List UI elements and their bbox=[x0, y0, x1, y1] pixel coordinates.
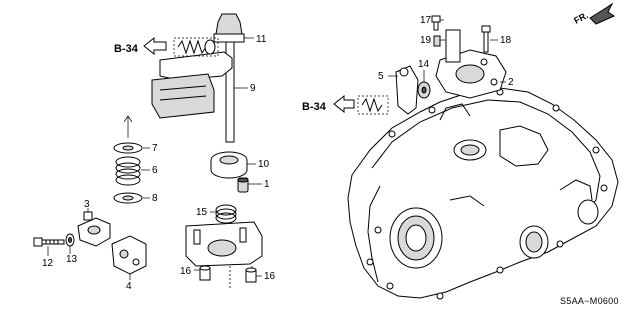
callout-5: 5 bbox=[378, 71, 384, 82]
bolt-part-18 bbox=[481, 25, 491, 53]
detent-spring-assembly bbox=[143, 36, 219, 57]
bracket-part-4 bbox=[111, 235, 147, 275]
callout-4: 4 bbox=[126, 281, 132, 292]
shift-lever-assembly bbox=[151, 13, 263, 288]
front-indicator-label: FR. bbox=[572, 10, 589, 26]
callout-15: 15 bbox=[196, 207, 208, 218]
bushing-right bbox=[245, 267, 257, 283]
reference-b34-mid[interactable]: B-34 bbox=[302, 101, 327, 113]
callout-10: 10 bbox=[258, 159, 270, 170]
callout-11: 11 bbox=[256, 34, 267, 45]
bushing-part-14 bbox=[417, 81, 431, 99]
shift-cover-part-2 bbox=[435, 29, 507, 99]
pin-part-1 bbox=[237, 177, 249, 193]
bolt-part-17 bbox=[431, 15, 441, 31]
callout-2: 2 bbox=[508, 77, 514, 88]
callout-3: 3 bbox=[84, 199, 90, 210]
bushing-left bbox=[199, 265, 211, 281]
callout-7: 7 bbox=[152, 143, 158, 154]
transmission-housing bbox=[347, 87, 619, 300]
callout-14: 14 bbox=[418, 59, 430, 70]
callout-6: 6 bbox=[152, 165, 158, 176]
detent-spring-mid bbox=[333, 94, 389, 115]
callout-16-left: 16 bbox=[180, 266, 192, 277]
callout-18: 18 bbox=[500, 35, 512, 46]
callout-16-right: 16 bbox=[264, 271, 276, 282]
callout-1: 1 bbox=[264, 179, 270, 190]
callout-9: 9 bbox=[250, 83, 256, 94]
lever-part-5 bbox=[395, 65, 419, 115]
bracket-part-3 bbox=[77, 211, 111, 247]
diagram-code: S5AA−M0600 bbox=[560, 296, 619, 306]
callout-8: 8 bbox=[152, 193, 158, 204]
front-indicator: FR. bbox=[572, 2, 616, 26]
bolt-part-12 bbox=[33, 237, 65, 247]
pin-part-19 bbox=[433, 35, 441, 47]
leader-lines bbox=[47, 19, 506, 280]
washer-part-13 bbox=[65, 233, 75, 247]
callout-13: 13 bbox=[66, 254, 78, 265]
callout-19: 19 bbox=[420, 35, 432, 46]
reference-b34-top[interactable]: B-34 bbox=[114, 43, 139, 55]
washer-spring-stack bbox=[113, 115, 143, 204]
callout-17: 17 bbox=[420, 15, 432, 26]
callout-12: 12 bbox=[42, 258, 54, 269]
